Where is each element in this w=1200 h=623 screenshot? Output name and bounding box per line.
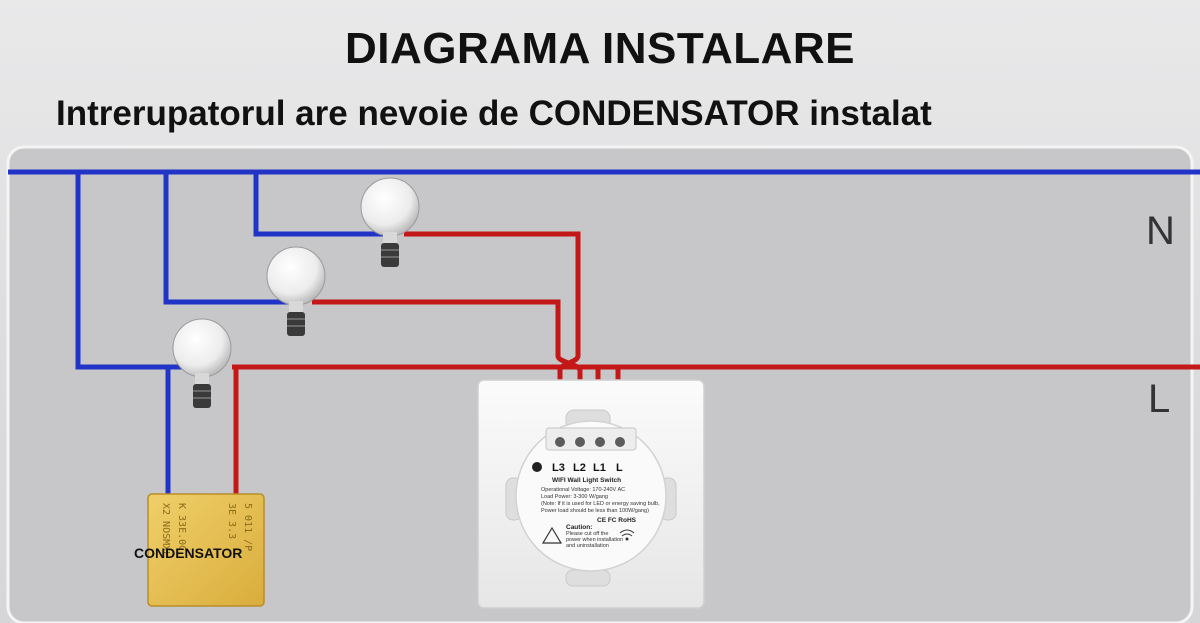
bulb-1: [172, 318, 232, 408]
bulb-3-base: [381, 243, 399, 267]
bulb-3-neck: [383, 232, 397, 244]
switch-module: [515, 420, 667, 572]
capacitor-print-4: X2 NOSMXL: [160, 503, 171, 557]
warning-triangle-icon: [541, 526, 563, 544]
neutral-drop-bulb-2: [163, 172, 292, 305]
diagram-title: DIAGRAMA INSTALARE: [344, 24, 856, 73]
switch-product-name: WIFI Wall Light Switch: [552, 477, 621, 484]
terminal-L2: L2: [573, 462, 586, 474]
bulb-2-glass: [266, 246, 326, 306]
switch-spec-voltage: Operational Voltage: 170-240V AC: [541, 487, 625, 493]
switch-spec-note: (Note: If it is used for LED or energy s…: [541, 501, 660, 507]
switch-clip-bottom: [565, 569, 611, 587]
neutral-line-label: N: [1146, 209, 1175, 253]
bulb-1-glass: [172, 318, 232, 378]
switch-caution-3: and uninstallation: [566, 543, 609, 549]
switch-caution-1: Please cut off the: [566, 531, 608, 537]
neutral-drop-bulb-3: [253, 172, 384, 237]
capacitor-print-1: 5 011 /P: [242, 503, 253, 551]
capacitor-print-3: K 33E.0C: [176, 503, 187, 551]
capacitor-label: CONDENSATOR: [134, 545, 242, 561]
diagram-subtitle: Intrerupatorul are nevoie de CONDENSATOR…: [56, 94, 932, 133]
switch-terminal-block: [545, 427, 637, 451]
wire-bulb-2-to-L2: [312, 299, 583, 440]
bulb-3: [360, 177, 420, 267]
live-line-label: L: [1148, 377, 1170, 421]
bulb-2-neck: [289, 301, 303, 313]
neutral-drop-bulb-1: [75, 172, 196, 370]
neutral-wires: [8, 169, 1200, 498]
bulb-1-base: [193, 384, 211, 408]
switch-caution-2: power when installation: [566, 537, 623, 543]
bulb-2-base: [287, 312, 305, 336]
switch-certifications: CE FC RoHS: [597, 517, 637, 524]
wifi-icon: [619, 529, 635, 541]
switch-spec-note-2: Power load should be less than 100W/gang…: [541, 508, 649, 514]
terminal-L1: L1: [593, 462, 606, 474]
capacitor: 5 011 /P 3E 3.3 K 33E.0C X2 NOSMXL CONDE…: [134, 493, 265, 607]
bulb-2: [266, 246, 326, 336]
capacitor-print-2: 3E 3.3: [226, 503, 237, 539]
capacitor-body: [147, 493, 265, 607]
terminal-L3: L3: [552, 462, 565, 474]
wifi-switch: L3 L2 L1 L WIFI Wall Light Switch Operat…: [477, 379, 705, 609]
terminal-L: L: [616, 462, 623, 474]
switch-caution-title: Caution:: [566, 524, 592, 531]
bulb-1-neck: [195, 373, 209, 385]
bulb-3-glass: [360, 177, 420, 237]
switch-indicator-dot: [532, 462, 542, 472]
switch-spec-load: Load Power: 3-300 W/gang: [541, 494, 608, 500]
live-wires: [232, 231, 1200, 498]
